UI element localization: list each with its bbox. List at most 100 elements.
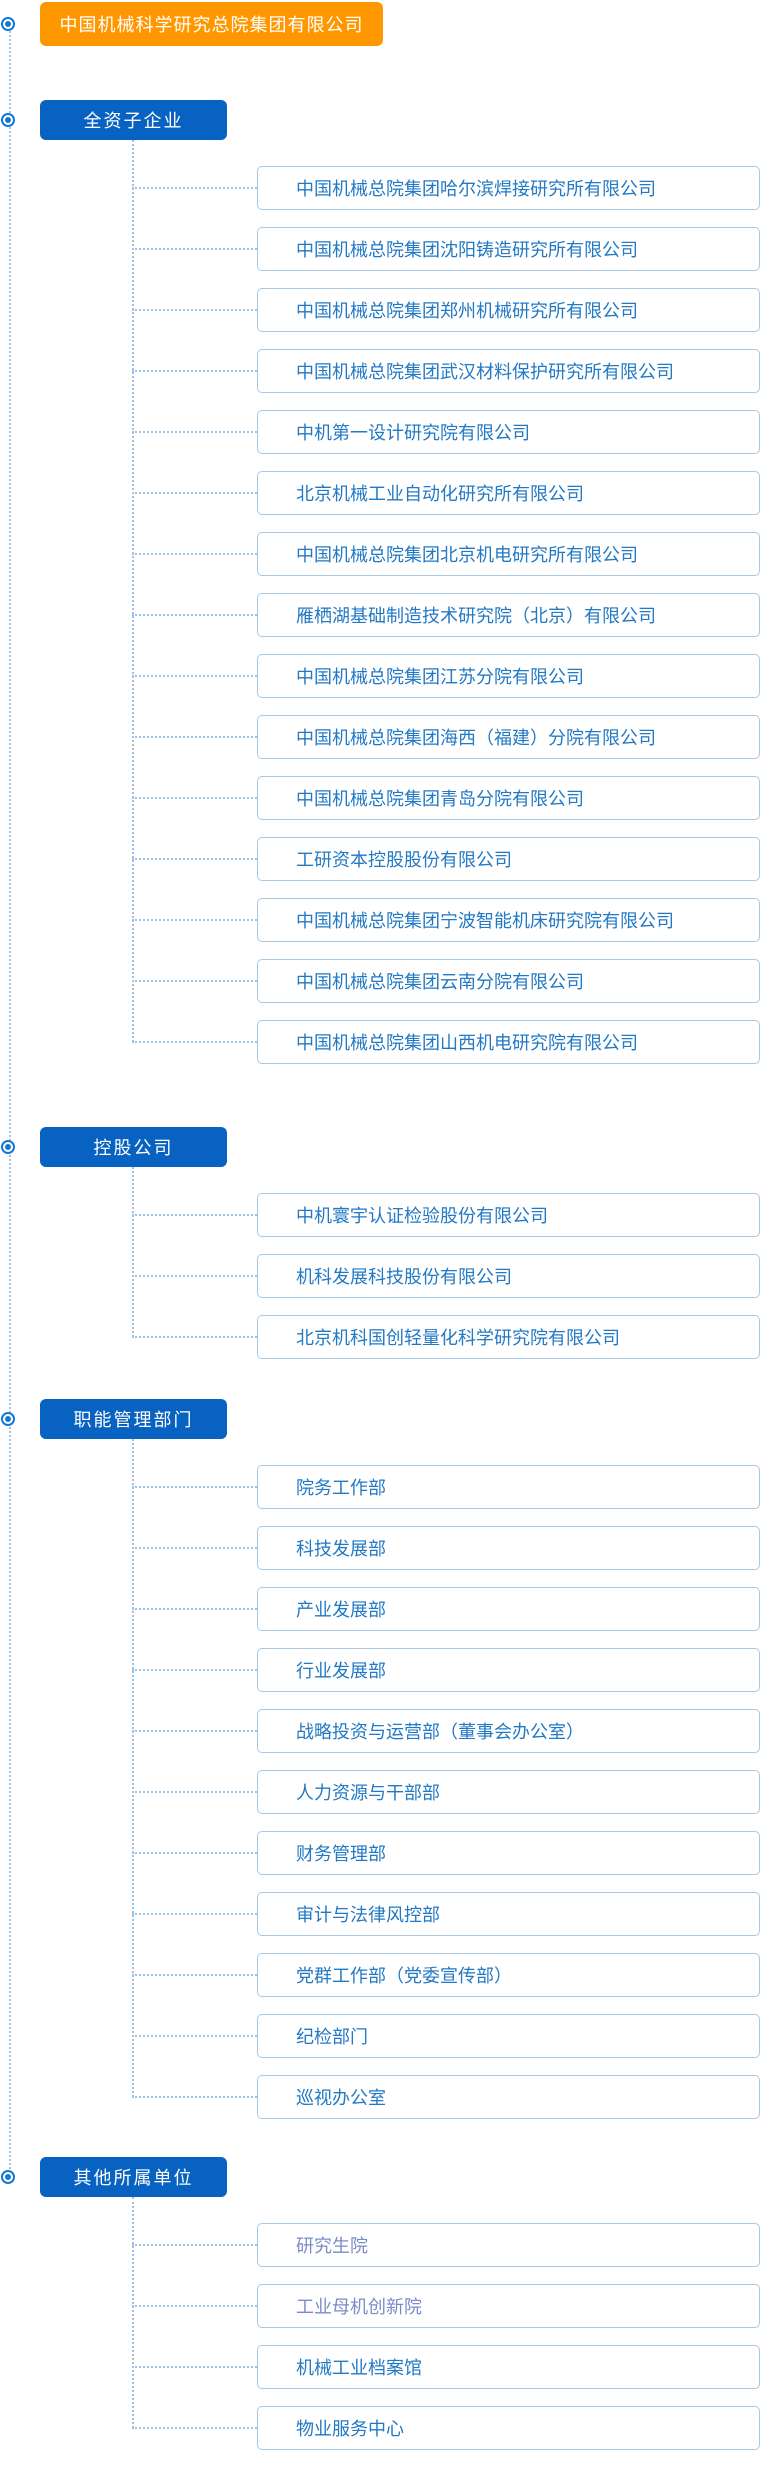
org-item[interactable]: 院务工作部 (257, 1465, 760, 1509)
section-header-row: 其他所属单位 (0, 2157, 779, 2197)
org-item[interactable]: 战略投资与运营部（董事会办公室） (257, 1709, 760, 1753)
org-item-row: 北京机科国创轻量化科学研究院有限公司 (132, 1315, 760, 1359)
org-item-row: 机科发展科技股份有限公司 (132, 1254, 760, 1298)
org-item[interactable]: 中国机械总院集团宁波智能机床研究院有限公司 (257, 898, 760, 942)
root-node[interactable]: 中国机械科学研究总院集团有限公司 (40, 2, 383, 46)
trunk-connector-line (9, 24, 11, 2177)
org-item[interactable]: 中机寰宇认证检验股份有限公司 (257, 1193, 760, 1237)
org-item[interactable]: 中国机械总院集团青岛分院有限公司 (257, 776, 760, 820)
section-items: 研究生院 工业母机创新院 机械工业档案馆 物业服务中心 (0, 2197, 779, 2450)
item-connector-line (132, 2096, 257, 2098)
org-item[interactable]: 中机第一设计研究院有限公司 (257, 410, 760, 454)
org-item-row: 纪检部门 (132, 2014, 760, 2058)
section-connector-line (132, 1439, 134, 2097)
org-item-row: 中国机械总院集团沈阳铸造研究所有限公司 (132, 227, 760, 271)
item-connector-line (132, 309, 257, 311)
org-item[interactable]: 审计与法律风控部 (257, 1892, 760, 1936)
item-connector-line (132, 1974, 257, 1976)
org-item-row: 研究生院 (132, 2223, 760, 2267)
bullet-dot (5, 21, 11, 27)
org-item-row: 北京机械工业自动化研究所有限公司 (132, 471, 760, 515)
section-items: 中机寰宇认证检验股份有限公司 机科发展科技股份有限公司 北京机科国创轻量化科学研… (0, 1167, 779, 1359)
section-items: 院务工作部 科技发展部 产业发展部 行业发展部 战略投资与运营部（董事会办公室）… (0, 1439, 779, 2119)
org-item[interactable]: 中国机械总院集团云南分院有限公司 (257, 959, 760, 1003)
category-node-1[interactable]: 控股公司 (40, 1127, 227, 1167)
org-item[interactable]: 行业发展部 (257, 1648, 760, 1692)
org-item-row: 人力资源与干部部 (132, 1770, 760, 1814)
item-connector-line (132, 2244, 257, 2246)
org-item-row: 中国机械总院集团郑州机械研究所有限公司 (132, 288, 760, 332)
org-item[interactable]: 北京机械工业自动化研究所有限公司 (257, 471, 760, 515)
org-item-row: 工业母机创新院 (132, 2284, 760, 2328)
item-connector-line (132, 1041, 257, 1043)
org-item[interactable]: 中国机械总院集团山西机电研究院有限公司 (257, 1020, 760, 1064)
item-connector-line (132, 2035, 257, 2037)
item-connector-line (132, 2366, 257, 2368)
org-item-row: 中国机械总院集团武汉材料保护研究所有限公司 (132, 349, 760, 393)
org-item-row: 院务工作部 (132, 1465, 760, 1509)
org-section: 全资子企业 中国机械总院集团哈尔滨焊接研究所有限公司 中国机械总院集团沈阳铸造研… (0, 100, 779, 1064)
org-item-row: 党群工作部（党委宣传部） (132, 1953, 760, 1997)
item-connector-line (132, 1608, 257, 1610)
org-item[interactable]: 中国机械总院集团沈阳铸造研究所有限公司 (257, 227, 760, 271)
item-connector-line (132, 1486, 257, 1488)
org-item[interactable]: 产业发展部 (257, 1587, 760, 1631)
category-node-2[interactable]: 职能管理部门 (40, 1399, 227, 1439)
section-connector-line (132, 140, 134, 1042)
section-connector-line (132, 2197, 134, 2428)
item-connector-line (132, 2427, 257, 2429)
org-item[interactable]: 研究生院 (257, 2223, 760, 2267)
org-item[interactable]: 中国机械总院集团海西（福建）分院有限公司 (257, 715, 760, 759)
org-item[interactable]: 中国机械总院集团郑州机械研究所有限公司 (257, 288, 760, 332)
org-item-row: 产业发展部 (132, 1587, 760, 1631)
org-item[interactable]: 中国机械总院集团武汉材料保护研究所有限公司 (257, 349, 760, 393)
category-node-3[interactable]: 其他所属单位 (40, 2157, 227, 2197)
org-item-row: 中机第一设计研究院有限公司 (132, 410, 760, 454)
org-item[interactable]: 物业服务中心 (257, 2406, 760, 2450)
org-item[interactable]: 人力资源与干部部 (257, 1770, 760, 1814)
root-row: 中国机械科学研究总院集团有限公司 (0, 0, 779, 48)
node-bullet-icon (1, 1412, 15, 1426)
org-item[interactable]: 工业母机创新院 (257, 2284, 760, 2328)
item-connector-line (132, 492, 257, 494)
org-item[interactable]: 科技发展部 (257, 1526, 760, 1570)
org-item[interactable]: 工研资本控股股份有限公司 (257, 837, 760, 881)
org-item-row: 科技发展部 (132, 1526, 760, 1570)
category-node-0[interactable]: 全资子企业 (40, 100, 227, 140)
org-item[interactable]: 党群工作部（党委宣传部） (257, 1953, 760, 1997)
org-item[interactable]: 中国机械总院集团北京机电研究所有限公司 (257, 532, 760, 576)
item-connector-line (132, 797, 257, 799)
org-item-row: 物业服务中心 (132, 2406, 760, 2450)
item-connector-line (132, 1852, 257, 1854)
item-connector-line (132, 553, 257, 555)
org-item[interactable]: 北京机科国创轻量化科学研究院有限公司 (257, 1315, 760, 1359)
section-items: 中国机械总院集团哈尔滨焊接研究所有限公司 中国机械总院集团沈阳铸造研究所有限公司… (0, 140, 779, 1064)
org-item[interactable]: 雁栖湖基础制造技术研究院（北京）有限公司 (257, 593, 760, 637)
item-connector-line (132, 1336, 257, 1338)
item-connector-line (132, 431, 257, 433)
org-item[interactable]: 中国机械总院集团哈尔滨焊接研究所有限公司 (257, 166, 760, 210)
org-item-row: 中国机械总院集团哈尔滨焊接研究所有限公司 (132, 166, 760, 210)
org-item-row: 中机寰宇认证检验股份有限公司 (132, 1193, 760, 1237)
item-connector-line (132, 1669, 257, 1671)
org-item[interactable]: 财务管理部 (257, 1831, 760, 1875)
item-connector-line (132, 614, 257, 616)
org-item-row: 中国机械总院集团青岛分院有限公司 (132, 776, 760, 820)
org-item-row: 机械工业档案馆 (132, 2345, 760, 2389)
org-item[interactable]: 机械工业档案馆 (257, 2345, 760, 2389)
node-bullet-icon (1, 1140, 15, 1154)
org-item-row: 行业发展部 (132, 1648, 760, 1692)
org-item-row: 中国机械总院集团海西（福建）分院有限公司 (132, 715, 760, 759)
item-connector-line (132, 736, 257, 738)
org-item[interactable]: 中国机械总院集团江苏分院有限公司 (257, 654, 760, 698)
section-connector-line (132, 1167, 134, 1337)
item-connector-line (132, 1547, 257, 1549)
org-item[interactable]: 巡视办公室 (257, 2075, 760, 2119)
org-item[interactable]: 纪检部门 (257, 2014, 760, 2058)
org-item[interactable]: 机科发展科技股份有限公司 (257, 1254, 760, 1298)
bullet-dot (5, 1416, 11, 1422)
item-connector-line (132, 1913, 257, 1915)
section-header-row: 控股公司 (0, 1127, 779, 1167)
item-connector-line (132, 1275, 257, 1277)
